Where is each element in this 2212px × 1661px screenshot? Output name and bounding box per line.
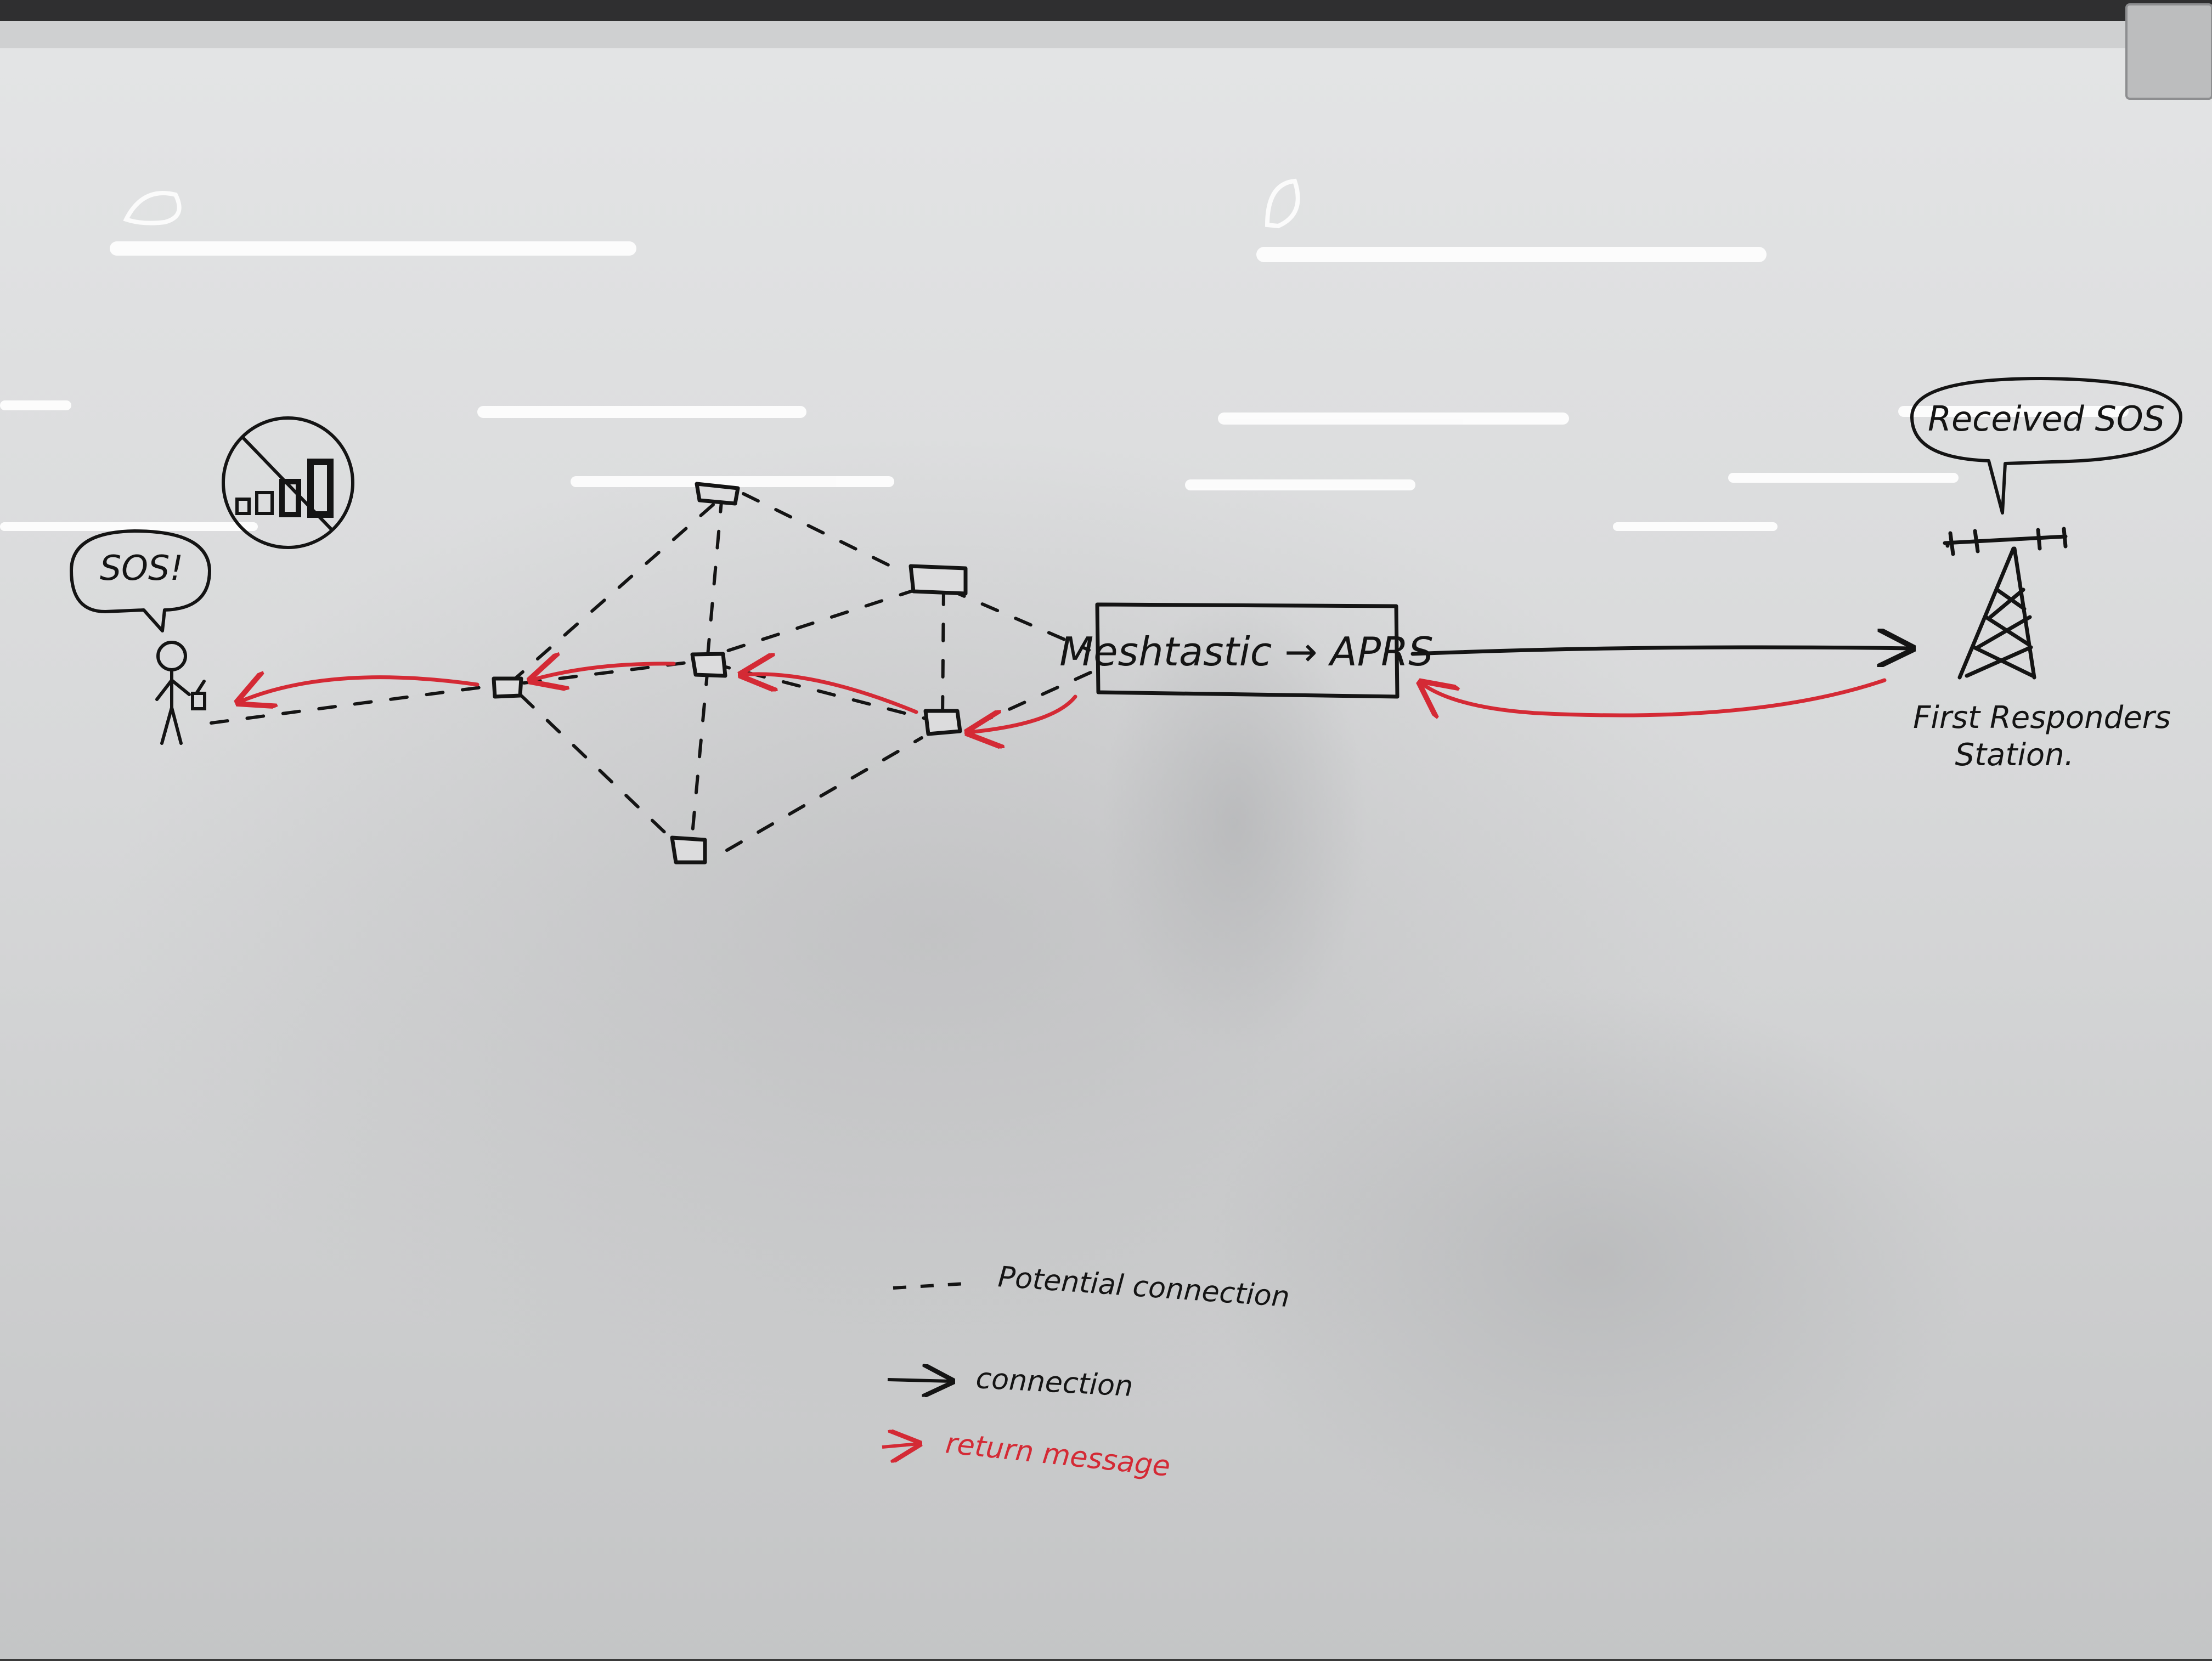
radio-tower-icon [1943, 527, 2068, 680]
connection-arrow [1410, 647, 1912, 654]
station-label-line2: Station. [1955, 737, 2074, 773]
legend-connection-label: connection [975, 1362, 1133, 1403]
legend-return-swatch [882, 1444, 919, 1447]
stick-figure-icon [155, 641, 206, 745]
station-label-line1: First Responders [1913, 700, 2171, 736]
speech-bubble-received: Received SOS [1910, 377, 2182, 515]
speech-bubble-received-text: Received SOS [1928, 399, 2165, 439]
gateway-label: Meshtastic → APRS [1059, 629, 1434, 675]
legend-connection-swatch [887, 1380, 952, 1381]
speech-bubble-sos: SOS! [70, 529, 211, 632]
return-arrow [1421, 680, 1887, 715]
gateway-box: Meshtastic → APRS [1059, 602, 1434, 699]
mesh-node-icon [492, 482, 968, 865]
no-signal-icon [222, 416, 354, 549]
legend-dashed-swatch [893, 1282, 966, 1290]
speech-bubble-sos-text: SOS! [100, 548, 183, 588]
return-message-path [239, 664, 1077, 732]
